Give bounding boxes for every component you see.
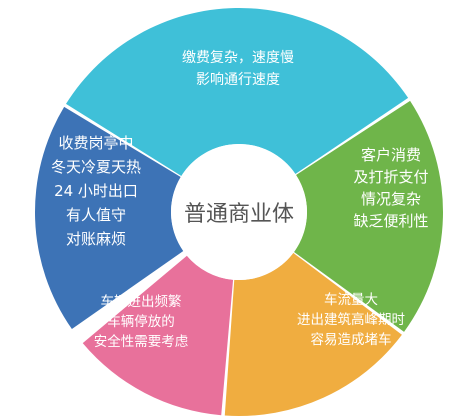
segment-top-line: 缴费复杂，速度慢 — [182, 49, 294, 66]
segment-bottom-right-line: 容易造成堵车 — [311, 331, 392, 348]
segment-bottom-right — [224, 252, 402, 416]
segment-right — [294, 100, 444, 332]
segment-left-line: 收费岗亭中 — [58, 134, 133, 152]
segments-layer — [34, 7, 444, 416]
segment-left-label: 收费岗亭中冬天冷夏天热 24 小时出口有人值守对账麻烦 — [51, 134, 141, 248]
segment-right-line: 及打折支付 — [353, 168, 428, 186]
segment-top-label: 缴费复杂，速度慢影响通行速度 — [182, 49, 294, 88]
center-label: 普通商业体 — [184, 202, 294, 227]
center-circle — [171, 144, 307, 280]
segment-left-line: 24 小时出口 — [54, 182, 138, 200]
segment-right-line: 情况复杂 — [361, 190, 421, 208]
segment-bottom-right-label: 车流量大进出建筑高峰期时容易造成堵车 — [297, 291, 405, 348]
segment-bottom-right-line: 车流量大 — [324, 291, 378, 308]
segment-right-line: 客户消费 — [361, 146, 421, 164]
segment-left — [34, 106, 184, 330]
labels-layer: 缴费复杂，速度慢影响通行速度客户消费及打折支付情况复杂缺乏便利性车流量大进出建筑… — [51, 49, 429, 350]
segment-top-line: 影响通行速度 — [196, 72, 280, 88]
segment-left-line: 有人值守 — [66, 206, 126, 224]
segment-bottom-right-line: 进出建筑高峰期时 — [297, 311, 405, 328]
segment-bottom-left-line: 安全性需要考虑 — [94, 333, 189, 350]
segment-bottom-left-line: 车辆停放的 — [107, 313, 175, 330]
segment-left-line: 冬天冷夏天热 — [51, 158, 141, 176]
segment-bottom-left-line: 车辆进出频繁 — [101, 293, 182, 310]
segment-top — [65, 7, 409, 176]
segment-right-line: 缺乏便利性 — [353, 212, 428, 230]
segment-bottom-left — [82, 255, 234, 416]
segment-right-label: 客户消费及打折支付情况复杂缺乏便利性 — [353, 146, 428, 230]
segment-left-line: 对账麻烦 — [66, 230, 126, 248]
segment-bottom-left-label: 车辆进出频繁车辆停放的安全性需要考虑 — [94, 293, 189, 350]
